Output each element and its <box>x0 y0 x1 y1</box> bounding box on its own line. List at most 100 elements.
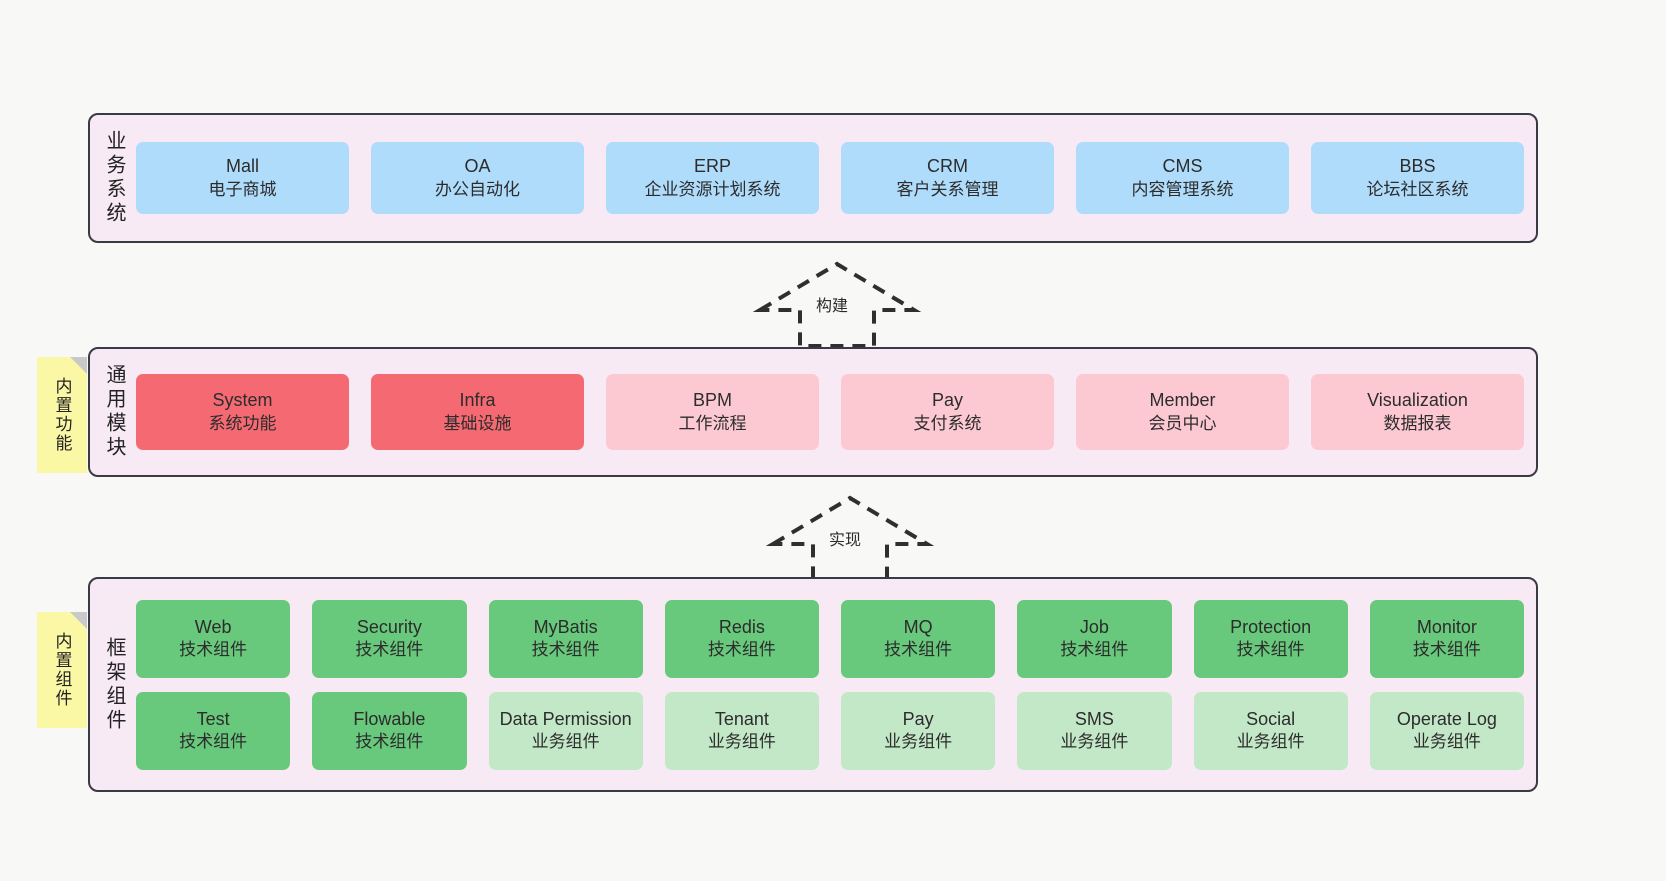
card-infra[interactable]: Infra 基础设施 <box>371 374 584 450</box>
card-title: Pay <box>902 708 934 729</box>
sticky-note-builtin-functions: 内置功能 <box>37 357 87 473</box>
card-social[interactable]: Social 业务组件 <box>1193 691 1348 770</box>
card-subtitle: 技术组件 <box>1412 640 1481 660</box>
card-visualization[interactable]: Visualization 数据报表 <box>1311 374 1524 450</box>
card-subtitle: 电子商城 <box>208 179 277 199</box>
card-bbs[interactable]: BBS 论坛社区系统 <box>1311 142 1524 214</box>
card-subtitle: 技术组件 <box>1060 640 1129 660</box>
card-operate-log[interactable]: Operate Log 业务组件 <box>1369 691 1524 770</box>
framework-card-row-business: Test 技术组件 Flowable 技术组件 Data Permission … <box>136 691 1524 770</box>
card-cms[interactable]: CMS 内容管理系统 <box>1076 142 1289 214</box>
business-cards-container: Mall 电子商城 OA 办公自动化 ERP 企业资源计划系统 CRM 客户关系… <box>132 142 1536 214</box>
card-title: Visualization <box>1367 390 1468 411</box>
card-title: Flowable <box>353 708 426 729</box>
card-security[interactable]: Security 技术组件 <box>312 599 467 678</box>
card-mybatis[interactable]: MyBatis 技术组件 <box>488 599 643 678</box>
card-title: ERP <box>693 156 731 177</box>
module-cards-container: System 系统功能 Infra 基础设施 BPM 工作流程 Pay 支付系统… <box>132 374 1536 450</box>
card-data-permission[interactable]: Data Permission 业务组件 <box>488 691 643 770</box>
card-subtitle: 内容管理系统 <box>1131 179 1234 199</box>
card-title: Protection <box>1230 616 1312 637</box>
layer-framework-components: 框架组件 Web 技术组件 Security 技术组件 MyBatis 技术组件… <box>88 577 1538 792</box>
card-subtitle: 数据报表 <box>1383 413 1452 433</box>
card-crm[interactable]: CRM 客户关系管理 <box>841 142 1054 214</box>
card-bpm[interactable]: BPM 工作流程 <box>606 374 819 450</box>
card-subtitle: 技术组件 <box>1236 640 1305 660</box>
layer-business-systems: 业务系统 Mall 电子商城 OA 办公自动化 ERP 企业资源计划系统 CRM… <box>88 113 1538 243</box>
card-title: Operate Log <box>1396 708 1497 729</box>
card-subtitle: 业务组件 <box>1236 732 1305 752</box>
card-tenant[interactable]: Tenant 业务组件 <box>664 691 819 770</box>
card-title: MyBatis <box>533 616 598 637</box>
note-fold-corner-icon <box>70 357 87 374</box>
card-mq[interactable]: MQ 技术组件 <box>841 599 996 678</box>
card-flowable[interactable]: Flowable 技术组件 <box>312 691 467 770</box>
card-subtitle: 技术组件 <box>355 640 424 660</box>
card-title: BPM <box>692 390 732 411</box>
card-member[interactable]: Member 会员中心 <box>1076 374 1289 450</box>
card-title: Redis <box>718 616 765 637</box>
card-subtitle: 业务组件 <box>1412 732 1481 752</box>
card-test[interactable]: Test 技术组件 <box>136 691 291 770</box>
card-title: MQ <box>903 616 933 637</box>
card-subtitle: 系统功能 <box>208 413 277 433</box>
arrow-implement: 实现 <box>765 492 935 582</box>
card-subtitle: 企业资源计划系统 <box>644 179 781 199</box>
arrow-build-icon <box>752 261 922 348</box>
card-title: Member <box>1149 390 1216 411</box>
card-monitor[interactable]: Monitor 技术组件 <box>1369 599 1524 678</box>
card-title: BBS <box>1399 156 1436 177</box>
card-title: SMS <box>1074 708 1114 729</box>
card-subtitle: 工作流程 <box>678 413 747 433</box>
sticky-note-text: 内置功能 <box>52 377 72 453</box>
card-subtitle: 业务组件 <box>1060 732 1129 752</box>
card-pay-component[interactable]: Pay 业务组件 <box>841 691 996 770</box>
card-title: Monitor <box>1416 616 1477 637</box>
card-title: Mall <box>225 156 259 177</box>
card-sms[interactable]: SMS 业务组件 <box>1017 691 1172 770</box>
card-title: Infra <box>459 390 496 411</box>
card-subtitle: 业务组件 <box>884 732 953 752</box>
card-subtitle: 论坛社区系统 <box>1366 179 1469 199</box>
card-pay-module[interactable]: Pay 支付系统 <box>841 374 1054 450</box>
card-title: CRM <box>927 156 968 177</box>
arrow-build: 构建 <box>752 258 922 348</box>
layer-title-module: 通用模块 <box>103 364 125 460</box>
arrow-build-label: 构建 <box>814 292 851 316</box>
card-title: Test <box>196 708 230 729</box>
card-title: Job <box>1079 616 1109 637</box>
arrow-implement-icon <box>765 495 935 582</box>
card-subtitle: 技术组件 <box>179 640 248 660</box>
card-subtitle: 技术组件 <box>531 640 600 660</box>
card-title: Web <box>194 616 232 637</box>
card-mall[interactable]: Mall 电子商城 <box>136 142 349 214</box>
card-job[interactable]: Job 技术组件 <box>1017 599 1172 678</box>
card-subtitle: 技术组件 <box>707 640 776 660</box>
card-subtitle: 业务组件 <box>531 732 600 752</box>
card-subtitle: 会员中心 <box>1148 413 1217 433</box>
layer-title-business: 业务系统 <box>103 130 125 226</box>
layer-common-modules: 通用模块 System 系统功能 Infra 基础设施 BPM 工作流程 Pay… <box>88 347 1538 477</box>
card-title: OA <box>464 156 491 177</box>
card-subtitle: 业务组件 <box>707 732 776 752</box>
card-protection[interactable]: Protection 技术组件 <box>1193 599 1348 678</box>
card-subtitle: 技术组件 <box>884 640 953 660</box>
layer-title-framework: 框架组件 <box>103 636 125 733</box>
card-system[interactable]: System 系统功能 <box>136 374 349 450</box>
framework-card-row-technical: Web 技术组件 Security 技术组件 MyBatis 技术组件 Redi… <box>136 599 1524 678</box>
card-subtitle: 办公自动化 <box>435 179 520 199</box>
card-subtitle: 基础设施 <box>443 413 512 433</box>
card-title: Tenant <box>714 708 769 729</box>
business-card-row: Mall 电子商城 OA 办公自动化 ERP 企业资源计划系统 CRM 客户关系… <box>136 142 1524 214</box>
card-erp[interactable]: ERP 企业资源计划系统 <box>606 142 819 214</box>
card-subtitle: 技术组件 <box>179 732 248 752</box>
card-web[interactable]: Web 技术组件 <box>136 599 291 678</box>
note-fold-corner-icon <box>70 612 87 629</box>
card-subtitle: 技术组件 <box>355 732 424 752</box>
module-card-row: System 系统功能 Infra 基础设施 BPM 工作流程 Pay 支付系统… <box>136 374 1524 450</box>
card-redis[interactable]: Redis 技术组件 <box>664 599 819 678</box>
card-subtitle: 客户关系管理 <box>896 179 999 199</box>
card-title: CMS <box>1162 156 1203 177</box>
card-oa[interactable]: OA 办公自动化 <box>371 142 584 214</box>
